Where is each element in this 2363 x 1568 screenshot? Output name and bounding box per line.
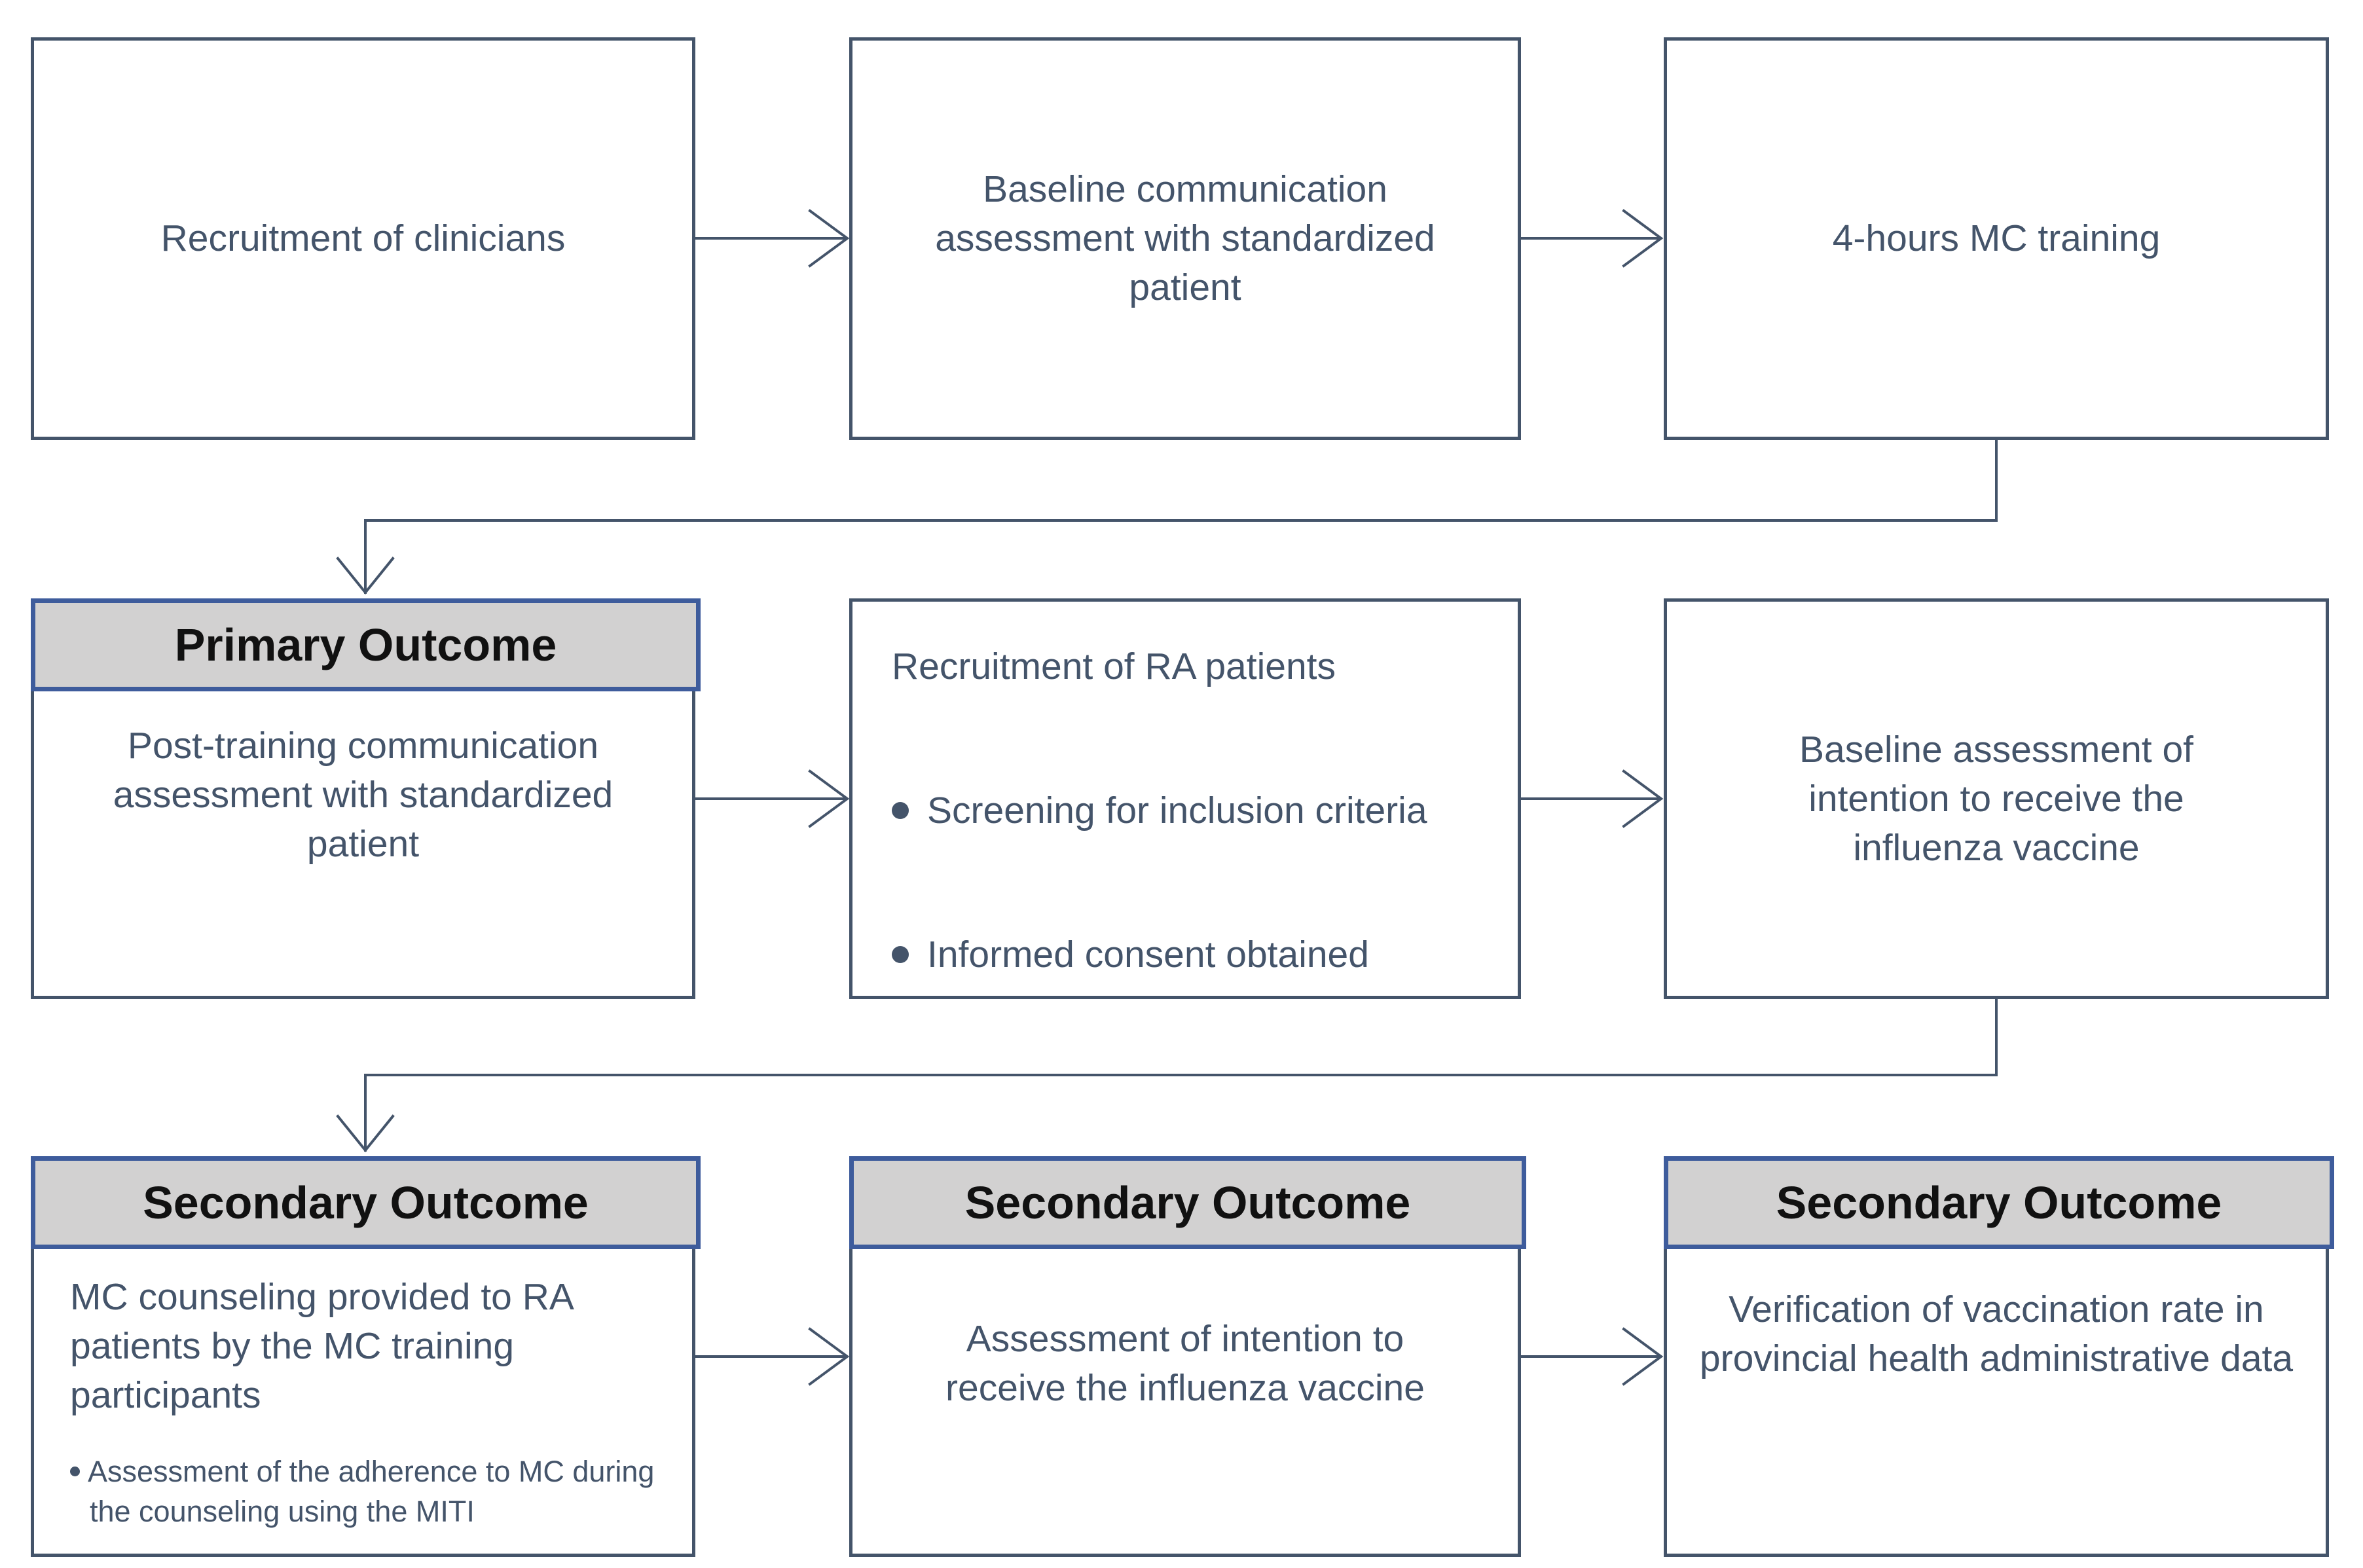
box-label: Baseline assessment of intention to rece… (1799, 728, 2193, 869)
bullet-note: Assessment of the adherence to MC during… (70, 1451, 658, 1531)
arrow-primary-to-ra-recruitment (694, 769, 850, 828)
box-baseline-communication-assessment: Baseline communication assessment with s… (849, 37, 1521, 440)
bullet-icon (70, 1466, 80, 1476)
elbow-arrow-training-to-primary (336, 439, 1998, 595)
box-mc-training: 4-hours MC training (1664, 37, 2329, 440)
bullet-icon (892, 801, 909, 819)
outcome-header-label: Secondary Outcome (964, 1177, 1411, 1228)
box-recruitment-clinicians: Recruitment of clinicians (31, 37, 695, 440)
box-title: Recruitment of RA patients (892, 646, 1336, 687)
box-content: Verification of vaccination rate in prov… (1667, 1249, 2326, 1554)
secondary-outcome-header: Secondary Outcome (849, 1156, 1526, 1249)
box-label: Post-training communication assessment w… (113, 725, 614, 865)
arrow-baseline-to-training (1520, 209, 1664, 268)
box-label: MC counseling provided to RA patients by… (70, 1276, 572, 1416)
bullet-text: Screening for inclusion criteria (927, 790, 1427, 831)
bullet-text: Assessment of the adherence to MC during… (88, 1455, 655, 1528)
box-primary-outcome: Primary Outcome Post-training communicat… (31, 598, 701, 999)
secondary-outcome-header: Secondary Outcome (1664, 1156, 2334, 1249)
primary-outcome-header: Primary Outcome (31, 598, 701, 691)
arrow-ra-recruitment-to-baseline-intention (1520, 769, 1664, 828)
secondary-outcome-header: Secondary Outcome (31, 1156, 701, 1249)
box-label: Recruitment of clinicians (160, 217, 566, 259)
box-secondary-outcome-intention: Secondary Outcome Assessment of intentio… (849, 1156, 1526, 1557)
box-secondary-outcome-counseling: Secondary Outcome MC counseling provided… (31, 1156, 701, 1557)
list-item: Screening for inclusion criteria (892, 786, 1478, 835)
box-label: Verification of vaccination rate in prov… (1699, 1288, 2294, 1379)
box-recruitment-ra-patients: Recruitment of RA patients Screening for… (849, 598, 1521, 999)
box-content: Post-training communication assessment w… (34, 691, 692, 996)
box-content: Assessment of intention to receive the i… (852, 1249, 1518, 1554)
outcome-header-label: Secondary Outcome (143, 1177, 589, 1228)
box-content: Baseline assessment of intention to rece… (1729, 602, 2263, 996)
arrow-intention-to-verification (1520, 1327, 1664, 1386)
bullet-icon (892, 945, 909, 963)
box-label: 4-hours MC training (1832, 217, 2161, 259)
bullet-list: Screening for inclusion criteria Informe… (892, 691, 1478, 979)
box-content: Recruitment of clinicians (73, 41, 653, 437)
box-content: MC counseling provided to RA patients by… (34, 1249, 692, 1554)
elbow-arrow-intention-to-secondary (336, 998, 1998, 1153)
outcome-header-label: Secondary Outcome (1776, 1177, 2222, 1228)
outcome-header-label: Primary Outcome (174, 619, 557, 670)
box-label: Baseline communication assessment with s… (935, 168, 1435, 308)
bullet-text: Informed consent obtained (927, 934, 1369, 975)
arrow-counseling-to-intention (694, 1327, 850, 1386)
arrow-clinicians-to-baseline (694, 209, 850, 268)
box-label: Assessment of intention to receive the i… (945, 1318, 1425, 1409)
box-baseline-intention-assessment: Baseline assessment of intention to rece… (1664, 598, 2329, 999)
list-item: Informed consent obtained (892, 930, 1478, 979)
box-content: Baseline communication assessment with s… (908, 41, 1462, 437)
box-content: 4-hours MC training (1706, 41, 2286, 437)
box-secondary-outcome-verification: Secondary Outcome Verification of vaccin… (1664, 1156, 2334, 1557)
